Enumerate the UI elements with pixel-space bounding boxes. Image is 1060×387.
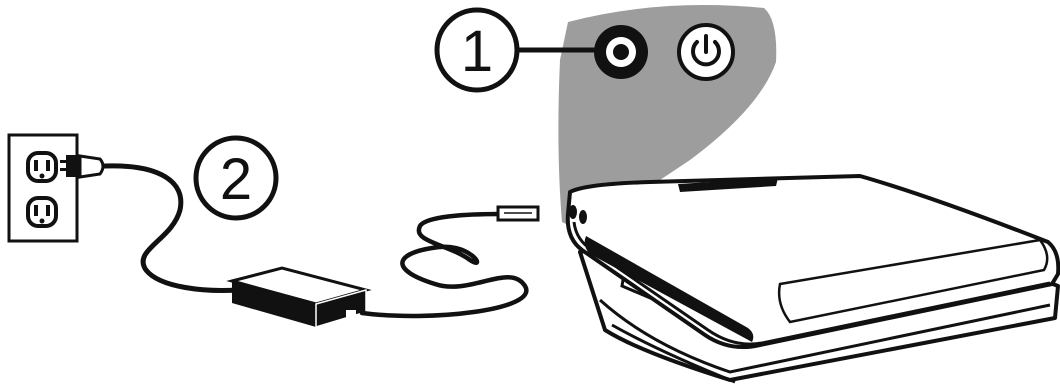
laptop-lid-front bbox=[572, 221, 1051, 346]
dc-barrel-plug bbox=[496, 205, 540, 222]
step-2-circle bbox=[193, 135, 279, 221]
step-1-number: 1 bbox=[461, 19, 493, 84]
step-2-callout: 2 bbox=[193, 135, 279, 221]
laptop-latch bbox=[678, 178, 778, 192]
mains-plug bbox=[60, 154, 105, 179]
outlet-socket-bottom bbox=[26, 196, 58, 228]
dc-power-cord bbox=[359, 211, 529, 319]
step-2-number: 2 bbox=[220, 147, 252, 212]
step-1-callout: 1 bbox=[434, 7, 596, 93]
outlet-socket-top bbox=[26, 151, 58, 183]
ac-adapter-icon bbox=[226, 266, 372, 329]
laptop-icon bbox=[565, 174, 1060, 384]
power-symbol-icon bbox=[677, 23, 735, 81]
laptop-lid-panel bbox=[777, 238, 1049, 324]
wall-outlet-icon bbox=[7, 133, 79, 243]
ac-power-cord bbox=[101, 163, 241, 293]
laptop-front-band bbox=[584, 236, 754, 342]
laptop-ports bbox=[569, 205, 587, 224]
dc-power-jack-icon bbox=[594, 25, 648, 79]
